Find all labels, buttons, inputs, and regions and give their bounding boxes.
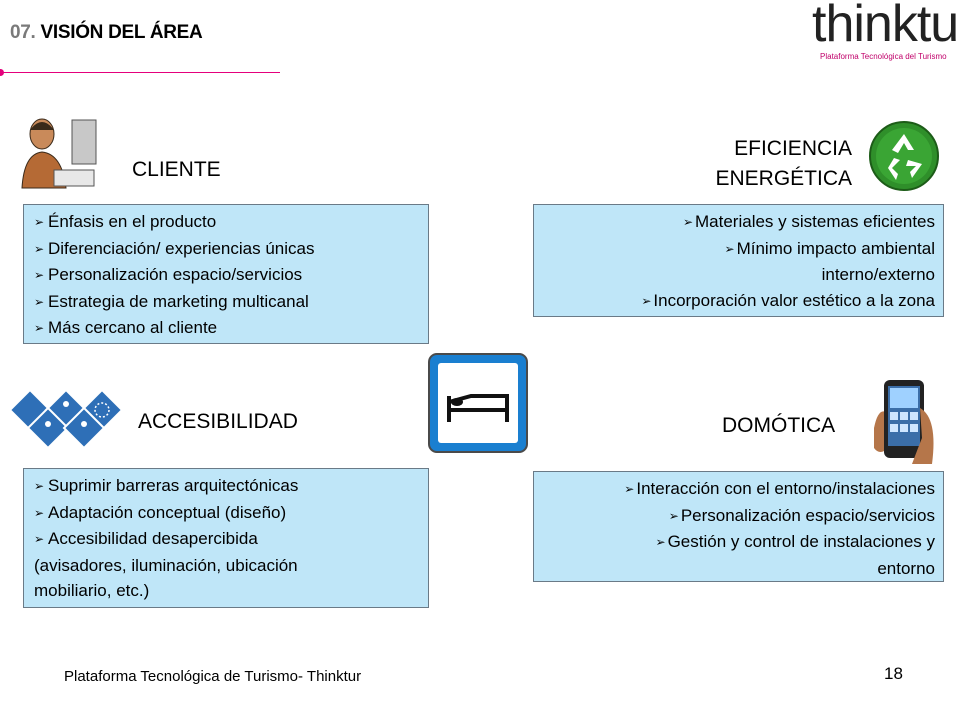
list-item: (avisadores, iluminación, ubicación bbox=[34, 555, 298, 575]
arrow-bullet-icon: ➢ bbox=[682, 215, 694, 229]
arrow-bullet-icon: ➢ bbox=[34, 479, 45, 493]
footer-text: Plataforma Tecnológica de Turismo- Think… bbox=[64, 668, 362, 685]
list-item: mobiliario, etc.) bbox=[34, 581, 150, 600]
arrow-bullet-icon: ➢ bbox=[34, 268, 45, 282]
accessibility-signs-icon bbox=[8, 388, 124, 450]
eficiencia-box: ➢Materiales y sistemas eficientes ➢Mínim… bbox=[533, 204, 944, 317]
cliente-title: CLIENTE bbox=[132, 158, 221, 181]
domotica-title: DOMÓTICA bbox=[722, 414, 836, 437]
list-item: ➢Gestión y control de instalaciones y bbox=[542, 529, 935, 556]
arrow-bullet-icon: ➢ bbox=[34, 321, 45, 335]
arrow-bullet-icon: ➢ bbox=[34, 241, 45, 256]
list-item: ➢Personalización espacio/servicios bbox=[542, 503, 935, 530]
list-item: entorno bbox=[877, 558, 935, 578]
eficiencia-title: EFICIENCIA ENERGÉTICA bbox=[715, 137, 852, 190]
header-divider-dot bbox=[0, 69, 4, 76]
list-item: ➢Mínimo impacto ambiental bbox=[542, 236, 935, 263]
arrow-bullet-icon: ➢ bbox=[724, 241, 735, 256]
list-item: ➢Personalización espacio/servicios bbox=[34, 262, 418, 289]
arrow-bullet-icon: ➢ bbox=[668, 508, 679, 523]
arrow-bullet-icon: ➢ bbox=[641, 293, 652, 308]
arrow-bullet-icon: ➢ bbox=[655, 535, 666, 549]
header-divider bbox=[0, 72, 280, 73]
list-item: ➢Más cercano al cliente bbox=[34, 315, 418, 342]
logo-wordmark: thinktur bbox=[812, 0, 960, 53]
arrow-bullet-icon: ➢ bbox=[34, 505, 45, 520]
businessman-icon bbox=[21, 118, 97, 189]
logo-tagline: Plataforma Tecnológica del Turismo bbox=[820, 52, 947, 61]
section-number: 07. bbox=[10, 22, 36, 43]
list-item: ➢Estrategia de marketing multicanal bbox=[34, 289, 418, 316]
smartphone-hand-icon bbox=[874, 380, 934, 464]
list-item: ➢Énfasis en el producto bbox=[34, 209, 418, 236]
accesibilidad-title: ACCESIBILIDAD bbox=[138, 410, 298, 433]
arrow-bullet-icon: ➢ bbox=[34, 215, 45, 229]
cliente-box: ➢Énfasis en el producto ➢Diferenciación/… bbox=[23, 204, 429, 344]
list-item: ➢Interacción con el entorno/instalacione… bbox=[542, 476, 935, 503]
page-number: 18 bbox=[884, 664, 903, 683]
list-item: ➢Diferenciación/ experiencias únicas bbox=[34, 236, 418, 263]
arrow-bullet-icon: ➢ bbox=[34, 294, 45, 309]
list-item: ➢Incorporación valor estético a la zona bbox=[542, 288, 935, 315]
list-item: interno/externo bbox=[821, 265, 935, 284]
section-title-text: VISIÓN DEL ÁREA bbox=[40, 22, 203, 43]
thinktur-logo: thinktur Plataforma Tecnológica del Turi… bbox=[812, 0, 960, 70]
arrow-bullet-icon: ➢ bbox=[624, 482, 635, 496]
list-item: ➢Materiales y sistemas eficientes bbox=[542, 209, 935, 236]
list-item: ➢Suprimir barreras arquitectónicas bbox=[34, 473, 418, 500]
recycle-icon bbox=[869, 121, 939, 191]
section-title: 07. VISIÓN DEL ÁREA bbox=[10, 22, 203, 44]
arrow-bullet-icon: ➢ bbox=[34, 532, 45, 546]
hotel-bed-icon bbox=[428, 353, 528, 453]
list-item: ➢Accesibilidad desapercibida bbox=[34, 526, 418, 553]
domotica-box: ➢Interacción con el entorno/instalacione… bbox=[533, 471, 944, 582]
list-item: ➢Adaptación conceptual (diseño) bbox=[34, 500, 418, 527]
accesibilidad-box: ➢Suprimir barreras arquitectónicas ➢Adap… bbox=[23, 468, 429, 608]
